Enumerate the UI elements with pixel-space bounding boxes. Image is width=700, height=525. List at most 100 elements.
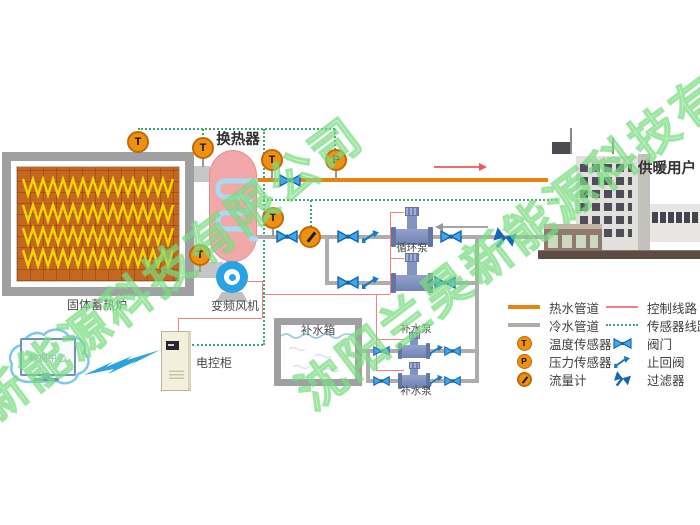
- storage-furnace: [2, 152, 194, 296]
- legend-row: 冷水管道: [508, 316, 599, 334]
- legend-label: 止回阀: [647, 355, 685, 370]
- pump-cap: [405, 207, 419, 216]
- valve-legend-icon: [612, 337, 632, 349]
- pump-flange: [428, 273, 433, 293]
- filter-legend-icon: [612, 371, 632, 387]
- sensor-letter: T: [269, 212, 277, 224]
- temperature-sensor-tank-top: T: [192, 137, 214, 159]
- sensor-letter: P: [332, 154, 340, 166]
- valve-return-icon: [276, 230, 298, 243]
- exchanger-coil-icon: [215, 178, 258, 242]
- pressure-sensor-icon: P: [516, 353, 532, 369]
- control-line-v1: [262, 281, 263, 318]
- circulation-pump-2: [391, 253, 433, 293]
- pump-neck: [410, 339, 418, 345]
- temperature-sensor-furnace: T: [127, 131, 149, 153]
- pump-body: [399, 375, 429, 388]
- legend-row: 止回阀: [606, 352, 685, 370]
- temperature-sensor-tank-bottom: T: [189, 244, 211, 266]
- pump-flange: [398, 373, 402, 389]
- building-tower-side: [638, 154, 650, 250]
- return-flow-arrow-icon: [435, 223, 488, 231]
- control-line-bus: [262, 294, 390, 295]
- cabinet-display: [166, 341, 179, 350]
- temperature-sensor-supply: T: [261, 149, 283, 171]
- temperature-sensor-return: T: [262, 207, 284, 229]
- circulation-pump-label: 循环泵: [396, 242, 428, 254]
- valve-makeup2-left-icon: [373, 376, 390, 386]
- branch-split-pipe: [325, 235, 329, 285]
- fan-icon: [216, 261, 248, 293]
- sensor-stem: [202, 157, 204, 167]
- sensor-stem: [272, 227, 274, 236]
- valve-supply-icon: [279, 174, 301, 187]
- merge-vertical-pipe: [475, 235, 479, 383]
- control-line-makeup2-stub: [376, 370, 404, 371]
- valve-makeup1-right-icon: [444, 346, 461, 356]
- legend-row: 控制线路: [606, 298, 697, 316]
- legend-row: 传感器线路: [606, 316, 700, 334]
- makeup-pump-1-label: 补水泵: [400, 323, 432, 335]
- pump-flange: [391, 227, 396, 247]
- furnace-core: [16, 166, 180, 282]
- pump-cap: [405, 253, 419, 262]
- control-line-fan-stub: [246, 281, 262, 282]
- heating-coils-icon: [21, 174, 175, 271]
- check-valve-legend-icon: [613, 354, 631, 368]
- pump-body: [392, 229, 432, 245]
- pump-neck: [407, 216, 417, 229]
- flow-meter-icon: [299, 226, 321, 248]
- antenna-icon: [570, 128, 572, 154]
- circulation-pump-1: [391, 207, 433, 247]
- heat-exchanger-label: 换热器: [216, 132, 260, 148]
- sensor-line-top: [138, 128, 335, 130]
- legend-row: 阀门: [606, 334, 672, 352]
- furnace-tank-connector: [193, 166, 210, 182]
- control-line-h1: [178, 318, 262, 319]
- sensor-stem: [271, 169, 273, 180]
- pump-flange: [391, 273, 396, 293]
- makeup-pump-1: [398, 332, 430, 364]
- legend-row: 流量计: [508, 370, 587, 388]
- monitor-base: [33, 378, 59, 381]
- heating-users-label: 供暖用户: [638, 161, 696, 177]
- cabinet-vent: [169, 369, 184, 379]
- pump-neck: [410, 369, 418, 375]
- window-row: [580, 216, 632, 224]
- window-row: [580, 190, 632, 198]
- monitor-stand: [42, 373, 50, 378]
- control-line-circpump-bus: [390, 212, 391, 294]
- legend-label: 阀门: [647, 337, 673, 352]
- sensor-letter: T: [196, 249, 204, 261]
- makeup-water-tank: [274, 318, 362, 386]
- window-row: [580, 229, 632, 237]
- window-row: [580, 203, 632, 211]
- legend-row: P 压力传感器: [508, 352, 612, 370]
- sensor-line-drop-t2: [202, 129, 204, 139]
- legend-label: 流量计: [549, 373, 587, 388]
- makeup-pump-2-label: 补水泵: [400, 385, 432, 397]
- data-center-label: 数据中心: [28, 352, 67, 363]
- sensor-line-icon: [606, 324, 638, 326]
- window-row: [580, 164, 632, 172]
- pump-flange: [398, 343, 402, 359]
- water-tank-label: 补水箱: [300, 325, 336, 337]
- pump-cap: [408, 362, 420, 369]
- valve-branch2-right-icon: [434, 276, 456, 289]
- fan-stand: [216, 292, 248, 302]
- heating-users-building: [538, 126, 700, 259]
- sensor-letter: T: [199, 142, 207, 154]
- check-valve-makeup1-icon: [428, 344, 444, 356]
- sensor-line-drop-flowmeter: [310, 200, 312, 227]
- pump-body: [399, 345, 429, 358]
- control-line-circpump1-stub: [390, 212, 404, 213]
- legend-label: 温度传感器: [549, 337, 612, 352]
- building-wing: [650, 200, 700, 242]
- sensor-line-to-building: [263, 199, 557, 201]
- legend-label: 控制线路: [647, 301, 698, 316]
- pump-neck: [407, 262, 417, 275]
- building-base: [538, 250, 700, 259]
- control-cabinet-label: 电控柜: [196, 356, 233, 370]
- makeup-split-pipe: [366, 349, 370, 383]
- legend-label: 热水管道: [549, 301, 600, 316]
